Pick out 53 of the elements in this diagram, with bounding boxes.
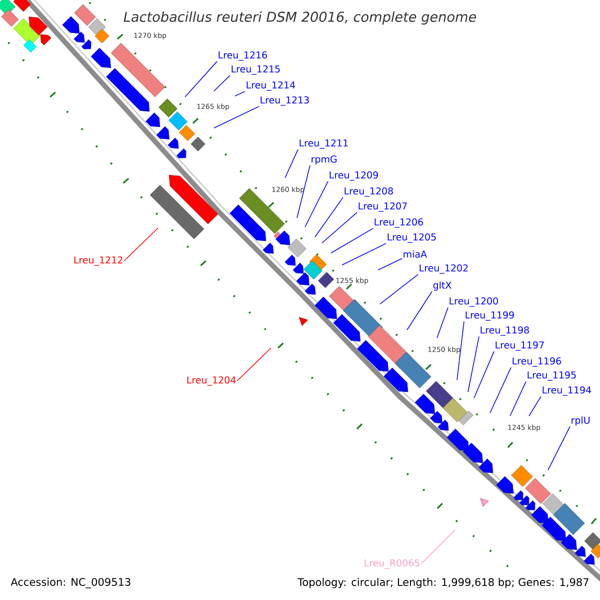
gene-label: rplU [572,416,590,426]
gene-label: Lreu_1215 [232,65,280,75]
gene-label: Lreu_1216 [218,51,267,61]
gene-label: Lreu_1199 [466,311,514,321]
leader-line [214,75,230,92]
gene-label: miaA [404,250,427,258]
leader-line [378,258,402,270]
leader-line [510,381,526,416]
gene-label: Lreu_1208 [344,187,393,197]
leader-line [330,228,374,254]
leader-line [436,307,448,338]
gene-label: Lreu_1196 [512,357,561,367]
title: Lactobacillus reuteri DSM 20016, complete genome [124,11,476,25]
leader-line [548,426,570,470]
gene-label: Lreu_1195 [528,371,576,381]
leader-line [380,274,418,304]
gene-label: Lreu_1197 [496,341,544,351]
footer-text: Topology: circular; Length: 1,999,618 bp; Genes: 1,987 [298,578,588,588]
leader-line [342,243,386,266]
leader-line [214,106,260,128]
gene-label: Lreu_R0065 [364,559,420,569]
leader-line [124,228,158,262]
gene-label: Lreu_1214 [246,81,296,91]
leader-line [420,530,456,564]
leader-line [284,149,298,178]
gene-label: gltX [433,281,452,291]
gene-label: Lreu_1194 [542,386,592,396]
gene-label: Lreu_1209 [330,171,378,181]
leader-line [406,291,432,330]
leader-line [490,367,512,414]
leader-line [456,321,464,380]
gene-label: Lreu_1204 [187,376,236,386]
gene-label: Lreu_1202 [420,264,468,274]
leader-line [236,348,272,382]
leader-line [184,61,218,98]
leader-line [234,91,246,96]
footer-text: Accession: NC_009513 [10,578,130,588]
leader-line [468,336,480,392]
gene-label: Lreu_1211 [300,139,348,149]
gene-label: Lreu_1198 [480,326,529,336]
leader-line [296,164,310,218]
gene-label: rpmG [312,155,337,165]
gene-label: Lreu_1200 [450,297,498,307]
leader-line [304,181,328,228]
gene-label: Lreu_1207 [358,202,407,212]
leader-line [474,351,494,398]
gene-label: Lreu_1206 [374,218,423,228]
leader-line [322,212,358,244]
gene-label: Lreu_1205 [388,233,436,243]
leader-line [528,396,542,416]
leader-line [314,197,344,238]
gene-label: Lreu_1213 [260,96,309,106]
gene-label: Lreu_1212 [74,256,122,266]
